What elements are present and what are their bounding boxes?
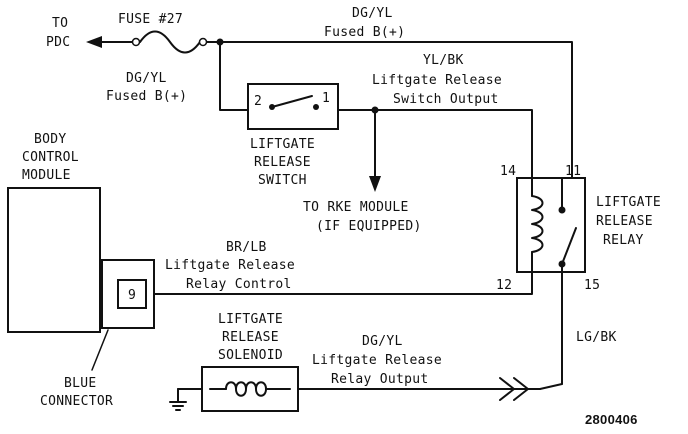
relay-output-desc-2: Relay Output: [331, 372, 429, 387]
relay-pin-14: 14: [500, 164, 516, 179]
relay-pin-15: 15: [584, 278, 600, 293]
figure-number: 2800406: [585, 412, 638, 427]
fuse-terminal-right: [198, 37, 208, 47]
bcm-label-3: MODULE: [22, 168, 71, 183]
relay-name-1: LIFTGATE: [596, 195, 661, 210]
relay-name-3: RELAY: [603, 233, 644, 248]
fuse-icon: [139, 30, 201, 54]
relay-name-2: RELEASE: [596, 214, 653, 229]
relay-control-desc-2: Relay Control: [186, 277, 292, 292]
coil-icon: [531, 177, 544, 273]
solenoid-name-1: LIFTGATE: [218, 312, 283, 327]
pdc-label-1: TO: [52, 16, 68, 31]
wire-lgbk-connect: [539, 383, 563, 390]
fuse-label: FUSE #27: [118, 12, 183, 27]
rke-label-2: (IF EQUIPPED): [316, 219, 422, 234]
relay-output-desc-1: Liftgate Release: [312, 353, 442, 368]
switch-output-desc-1: Liftgate Release: [372, 73, 502, 88]
wire-brlb-relay-control: [153, 271, 533, 295]
fuse-terminal-left: [131, 37, 141, 47]
solenoid-coil-icon: [209, 381, 291, 397]
lgbk-color: LG/BK: [576, 330, 617, 345]
switch-name-1: LIFTGATE: [250, 137, 315, 152]
left-wire-desc: Fused B(+): [106, 89, 187, 104]
bcm-label-1: BODY: [34, 132, 67, 147]
connector-label-2: CONNECTOR: [40, 394, 113, 409]
relay-control-color: BR/LB: [226, 240, 267, 255]
connector-leader: [91, 329, 109, 371]
switch-pin-1: 1: [322, 91, 330, 106]
switch-icon: [269, 95, 319, 110]
relay-contact-icon: [558, 177, 577, 273]
relay-output-color: DG/YL: [362, 334, 403, 349]
connector-pin-box: [117, 279, 147, 309]
chevron-arrow-icon: [499, 377, 529, 401]
wire-ylbk-switch-output: [337, 109, 533, 179]
top-wire-desc: Fused B(+): [324, 25, 405, 40]
switch-name-2: RELEASE: [254, 155, 311, 170]
connector-label-1: BLUE: [64, 376, 97, 391]
liftgate-release-switch-box: [247, 83, 339, 130]
wire-dgyl-left: [219, 41, 249, 111]
arrow-down-icon: [369, 176, 381, 192]
rke-label-1: TO RKE MODULE: [303, 200, 409, 215]
switch-pin-2: 2: [254, 94, 262, 109]
arrow-left-icon: [86, 36, 102, 48]
relay-pin-12: 12: [496, 278, 512, 293]
relay-control-desc-1: Liftgate Release: [165, 258, 295, 273]
wire-dgyl-top: [219, 41, 573, 179]
body-control-module-box: [7, 187, 101, 333]
connector-pin-9: 9: [128, 288, 136, 303]
solenoid-name-2: RELEASE: [222, 330, 279, 345]
switch-output-color: YL/BK: [423, 53, 464, 68]
ground-icon: [169, 388, 187, 411]
top-wire-color: DG/YL: [352, 6, 393, 21]
solenoid-name-3: SOLENOID: [218, 348, 283, 363]
switch-output-desc-2: Switch Output: [393, 92, 499, 107]
liftgate-release-relay-box: [516, 177, 586, 273]
bcm-label-2: CONTROL: [22, 150, 79, 165]
pdc-label-2: PDC: [46, 35, 70, 50]
left-wire-color: DG/YL: [126, 71, 167, 86]
relay-pin-11: 11: [565, 164, 581, 179]
switch-name-3: SWITCH: [258, 173, 307, 188]
